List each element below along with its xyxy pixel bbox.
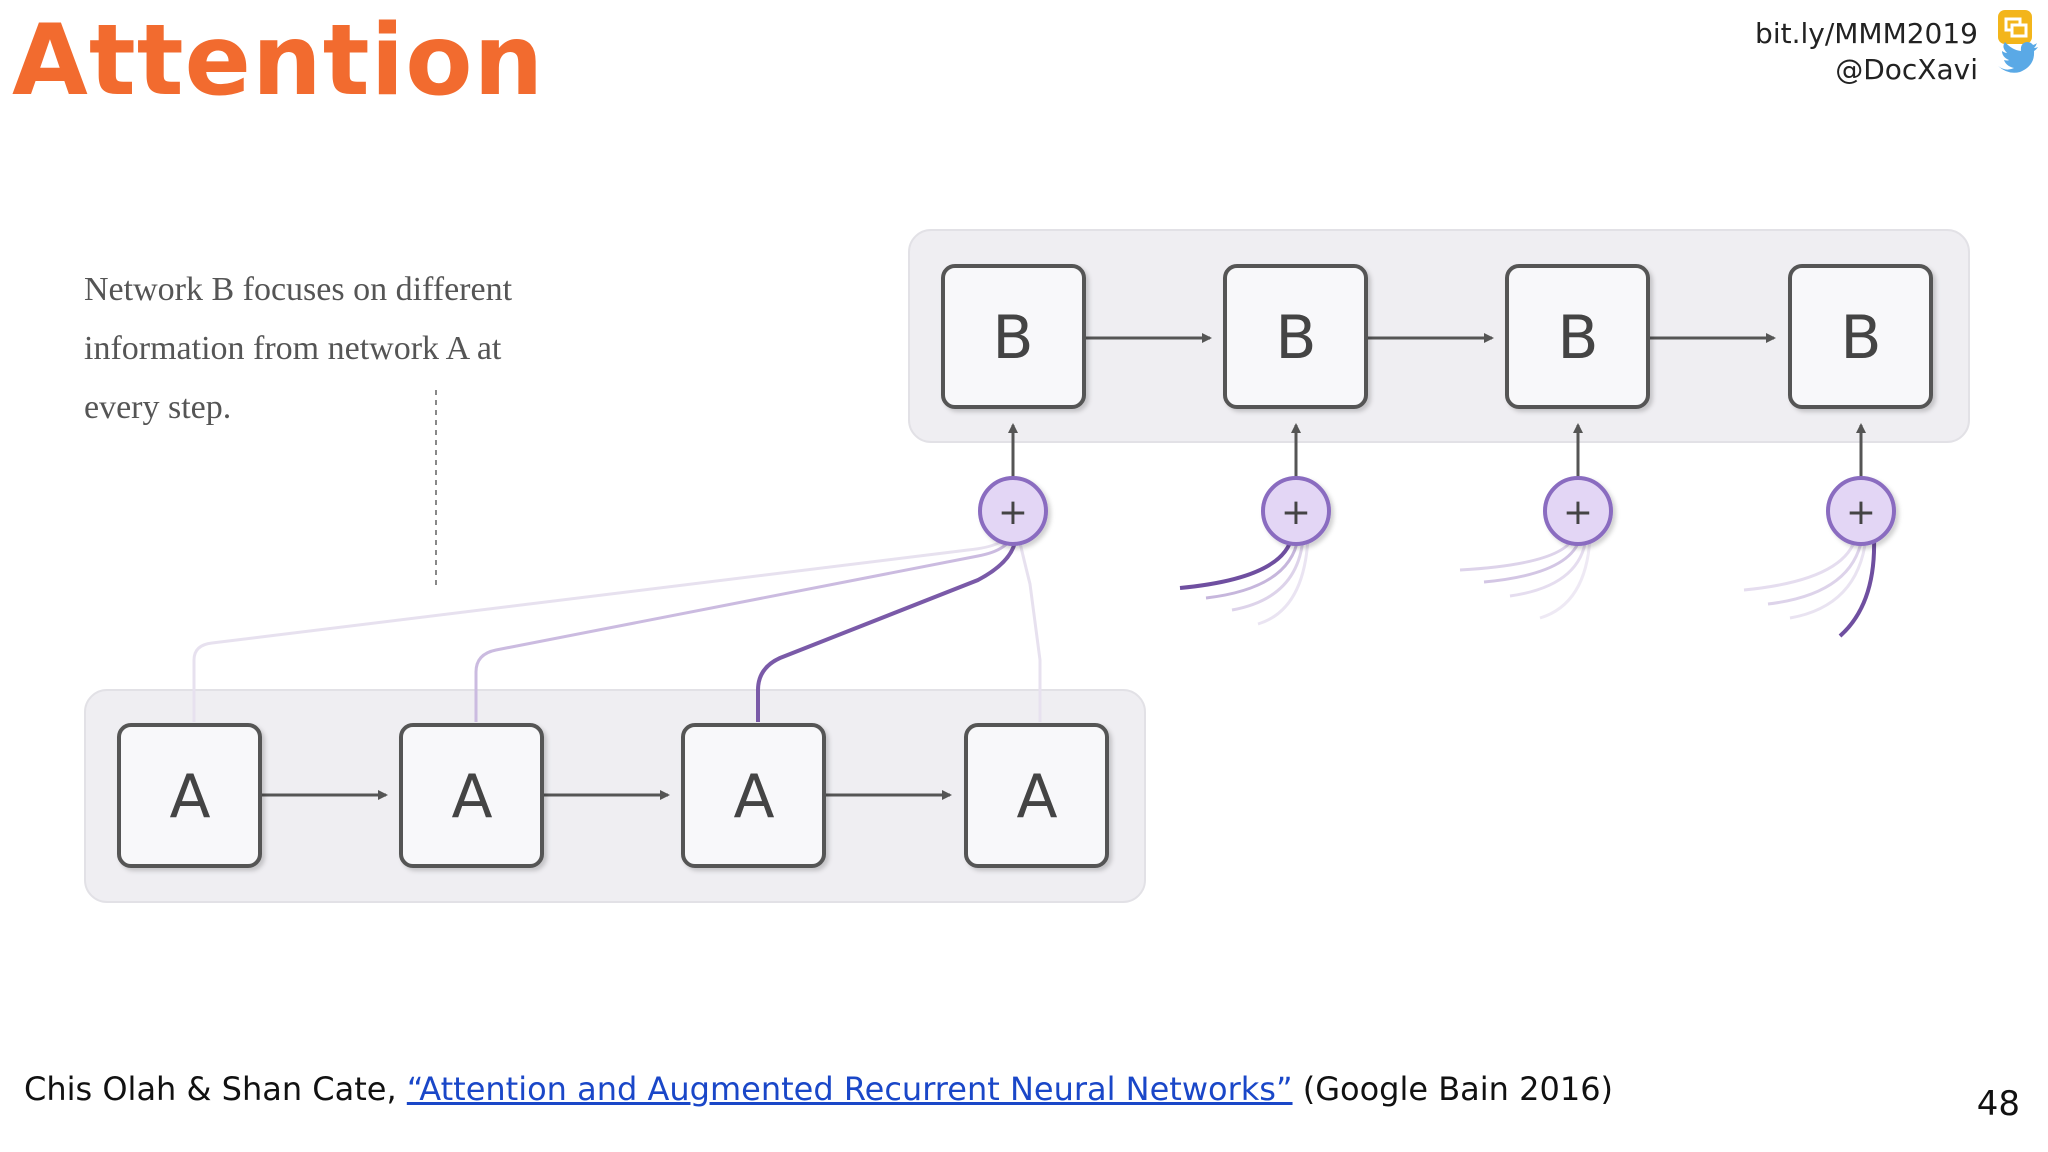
- social-icons: [1994, 8, 2038, 92]
- network-b-cell-1: B: [941, 264, 1086, 409]
- plus-symbol: +: [1846, 492, 1876, 533]
- citation-authors: Chis Olah & Shan Cate,: [24, 1070, 407, 1108]
- attention-fan-3: [1459, 535, 1592, 620]
- network-a-cell-2: A: [399, 723, 544, 868]
- plus-symbol: +: [998, 492, 1028, 533]
- attention-link-a3: [756, 533, 1018, 722]
- network-b-cell-4: B: [1788, 264, 1933, 409]
- cell-label-b: B: [1275, 303, 1316, 373]
- plus-node-4: +: [1826, 476, 1896, 546]
- cell-label-b: B: [1840, 303, 1881, 373]
- social-link[interactable]: bit.ly/MMM2019: [1755, 17, 1978, 50]
- cell-label-a: A: [451, 762, 492, 832]
- plus-node-2: +: [1261, 476, 1331, 546]
- plus-node-3: +: [1543, 476, 1613, 546]
- network-a-cell-1: A: [117, 723, 262, 868]
- plus-node-1: +: [978, 476, 1048, 546]
- network-b-panel: [908, 229, 1970, 443]
- caption-line-2: information from network A at: [84, 330, 502, 367]
- cell-label-b: B: [992, 303, 1033, 373]
- slide-title: Attention: [12, 4, 545, 118]
- citation: Chis Olah & Shan Cate, “Attention and Au…: [24, 1070, 1613, 1108]
- network-a-cell-3: A: [681, 723, 826, 868]
- attention-fan-2: [1179, 535, 1310, 626]
- network-b-cell-3: B: [1505, 264, 1650, 409]
- attention-fan-4: [1743, 535, 1877, 638]
- citation-link[interactable]: “Attention and Augmented Recurrent Neura…: [406, 1070, 1293, 1108]
- network-b-cell-2: B: [1223, 264, 1368, 409]
- page-number: 48: [1976, 1084, 2020, 1124]
- cell-label-a: A: [1016, 762, 1057, 832]
- slides-icon: [1998, 10, 2032, 44]
- social-block: bit.ly/MMM2019 @DocXavi: [1755, 16, 1978, 88]
- citation-suffix: (Google Bain 2016): [1292, 1070, 1614, 1108]
- cell-label-a: A: [169, 762, 210, 832]
- social-handle[interactable]: @DocXavi: [1835, 53, 1978, 86]
- twitter-icon: [1998, 42, 2038, 73]
- caption-line-3: every step.: [84, 389, 231, 426]
- plus-symbol: +: [1281, 492, 1311, 533]
- caption-line-1: Network B focuses on different: [84, 271, 513, 308]
- plus-symbol: +: [1563, 492, 1593, 533]
- cell-label-a: A: [733, 762, 774, 832]
- cell-label-b: B: [1557, 303, 1598, 373]
- network-a-cell-4: A: [964, 723, 1109, 868]
